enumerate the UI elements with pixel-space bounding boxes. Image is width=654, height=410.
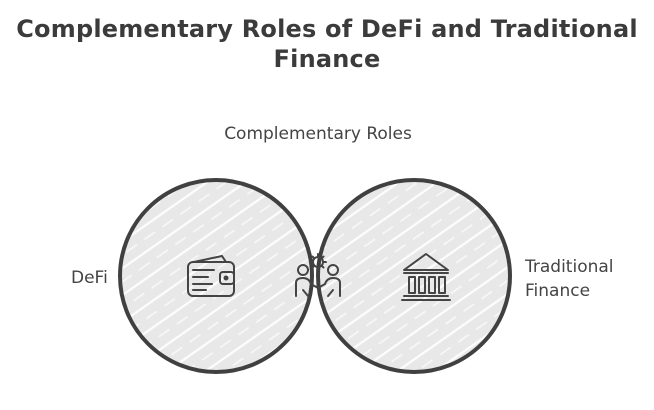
title-line-2: Finance: [273, 45, 381, 73]
defi-label: DeFi: [71, 268, 108, 288]
traditional-finance-circle-outline: [316, 178, 512, 374]
defi-circle: [120, 180, 312, 372]
intersection-label: Complementary Roles: [224, 124, 412, 144]
collaboration-icon: [295, 253, 341, 297]
wallet-icon: [187, 255, 235, 297]
title-line-1: Complementary Roles of DeFi and Traditio…: [16, 15, 638, 43]
traditional-finance-label-line-2: Finance: [525, 281, 590, 301]
traditional-finance-label-line-1: Traditional: [524, 257, 614, 277]
page-title: Complementary Roles of DeFi and Traditio…: [0, 14, 654, 74]
defi-circle-outline: [118, 178, 314, 374]
bank-icon: [401, 253, 451, 301]
